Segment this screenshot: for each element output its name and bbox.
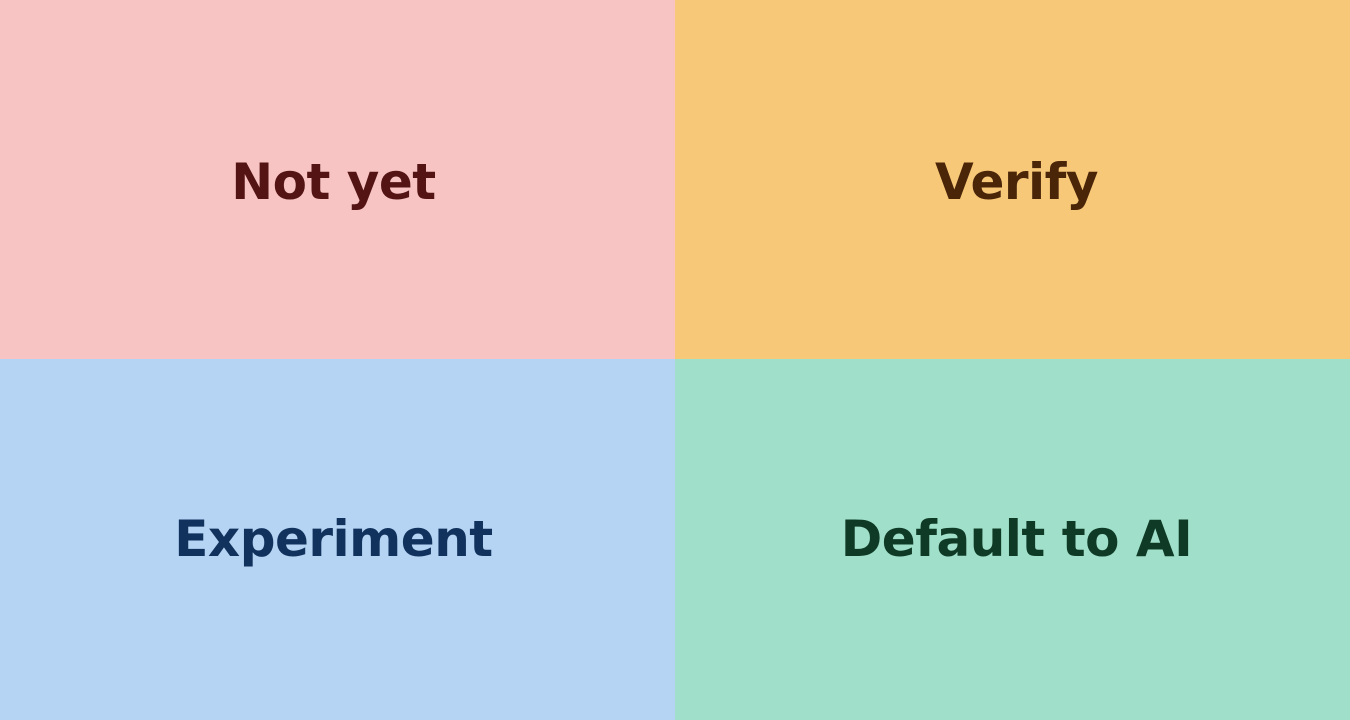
quadrant-not-yet: Not yet — [0, 0, 675, 359]
quadrant-experiment: Experiment — [0, 359, 675, 720]
quadrant-default-to-ai: Default to AI — [675, 359, 1350, 720]
quadrant-label-experiment: Experiment — [174, 509, 493, 568]
quadrant-label-not-yet: Not yet — [231, 152, 436, 211]
quadrant-label-default-to-ai: Default to AI — [840, 509, 1193, 568]
quadrant-verify: Verify — [675, 0, 1350, 359]
quadrant-label-verify: Verify — [934, 152, 1099, 211]
